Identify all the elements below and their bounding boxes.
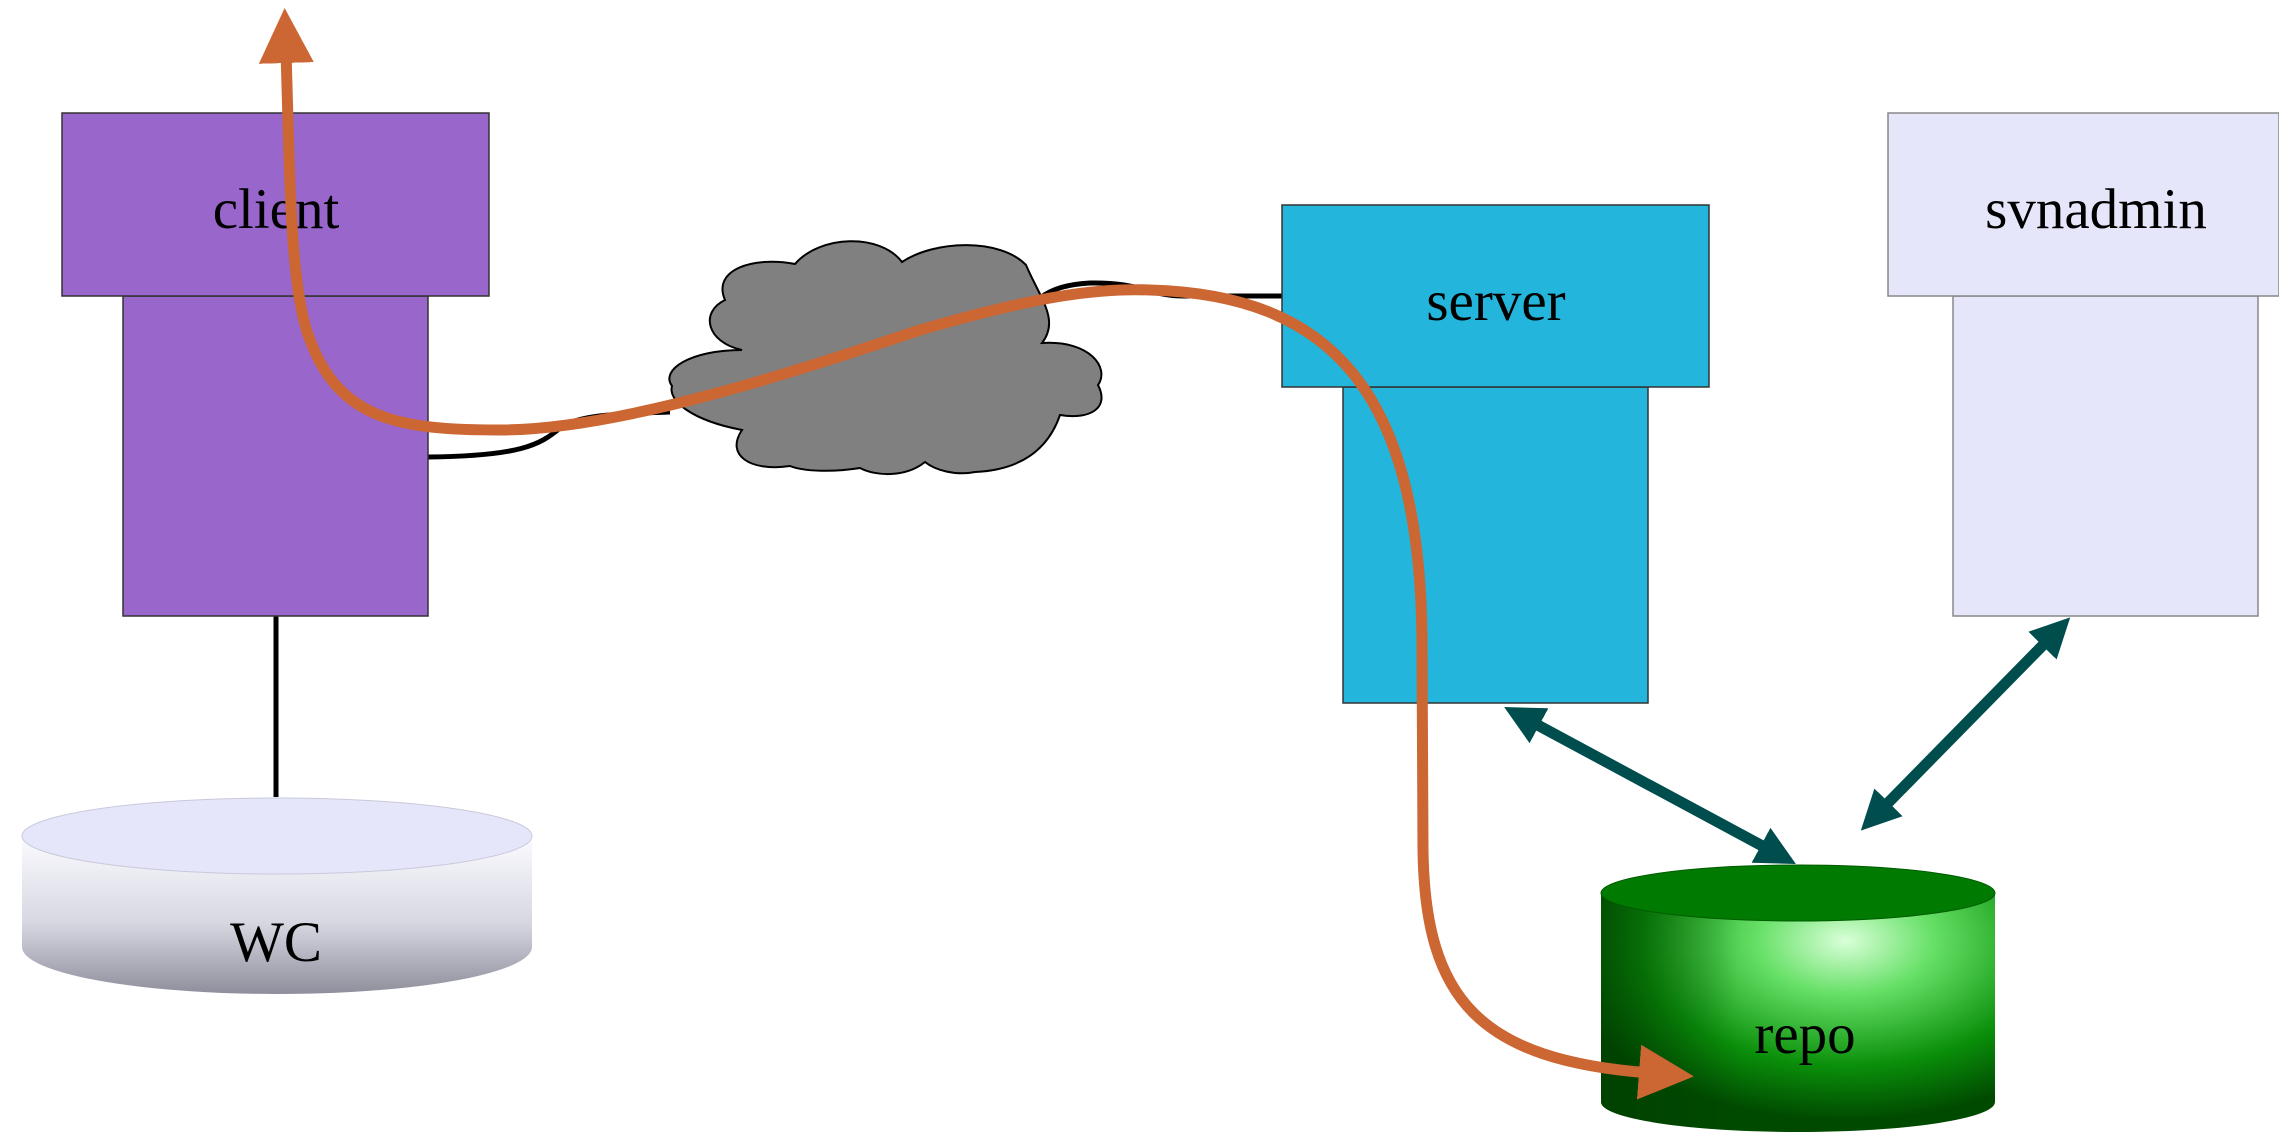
server-repo-arrow: [1504, 706, 1796, 865]
server-label: server: [1426, 270, 1565, 333]
server-node: server: [1281, 204, 1710, 704]
svnadmin-label: svnadmin: [1985, 178, 2207, 241]
svnadmin-body: [1952, 295, 2259, 617]
client-node: client: [61, 112, 490, 617]
repo-label: repo: [1754, 1003, 1855, 1066]
repo-top: [1600, 864, 1996, 922]
wc-node: WC: [21, 797, 533, 994]
repo-node: repo: [1600, 864, 1996, 1132]
svnadmin-node: svnadmin: [1887, 112, 2279, 617]
svnadmin-header: [1887, 112, 2279, 297]
wc-label: WC: [230, 911, 322, 974]
cloud-icon: [668, 240, 1103, 476]
request-flow-path: [258, 8, 1694, 1100]
client-label: client: [213, 178, 340, 241]
svnadmin-repo-arrow: [1860, 617, 2071, 831]
client-body: [122, 295, 429, 617]
wc-top: [21, 797, 533, 875]
